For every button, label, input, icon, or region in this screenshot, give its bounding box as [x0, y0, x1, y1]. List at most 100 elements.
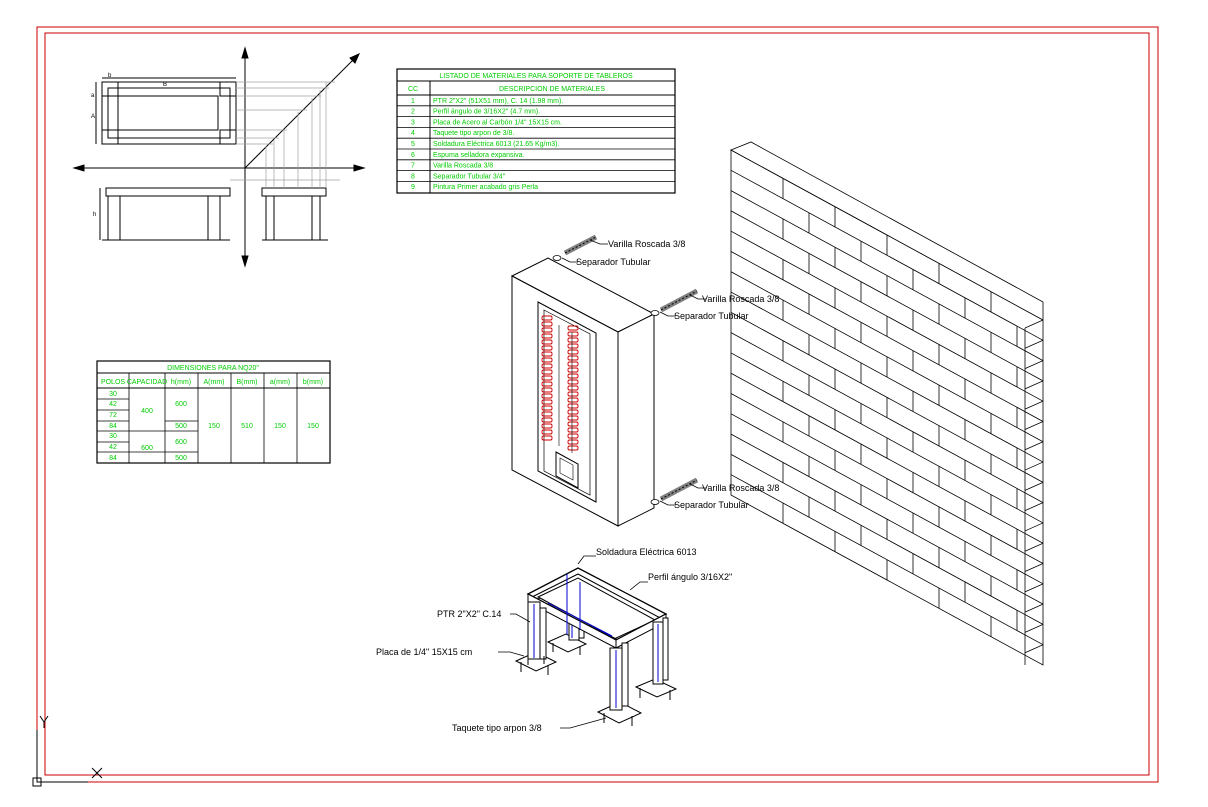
polos-value: 30: [109, 391, 117, 398]
breaker: [541, 381, 553, 387]
h-value-2: 500: [175, 423, 187, 430]
materials-row-desc: Varilla Roscada 3/8: [433, 163, 493, 170]
breaker: [567, 373, 579, 379]
breaker: [567, 385, 579, 391]
breaker: [567, 445, 579, 451]
breaker: [567, 403, 579, 409]
materials-table: LISTADO DE MATERIALES PARA SOPORTE DE TA…: [396, 68, 676, 194]
breaker: [567, 427, 579, 433]
brick-end: [1024, 380, 1044, 390]
breaker: [541, 369, 553, 375]
breaker: [567, 421, 579, 427]
callout-separador-2: Separador Tubular: [674, 311, 749, 321]
dimensions-header: b(mm): [303, 379, 323, 386]
breaker: [567, 343, 579, 349]
materials-row-desc: Perfil ángulo de 3/16X2" (4.7 mm).: [433, 109, 540, 116]
materials-table-title: LISTADO DE MATERIALES PARA SOPORTE DE TA…: [439, 73, 633, 80]
breaker: [567, 397, 579, 403]
callout-placa: Placa de 1/4" 15X15 cm: [376, 647, 472, 657]
breaker: [541, 357, 553, 363]
breaker: [541, 363, 553, 369]
materials-row-cc: 7: [411, 163, 415, 170]
dimensions-header: A(mm): [204, 379, 225, 386]
breaker: [541, 429, 553, 435]
breaker: [567, 355, 579, 361]
breaker: [567, 331, 579, 337]
dim-label-h: h: [93, 212, 96, 218]
breaker: [541, 435, 553, 441]
polos-value: 84: [109, 455, 117, 462]
anchor-bolts: [520, 643, 671, 726]
materials-row-cc: 9: [411, 184, 415, 191]
B-value: 510: [241, 423, 253, 430]
h-value-1: 600: [175, 401, 187, 408]
stand-leaders: [498, 555, 648, 729]
callout-soldadura: Soldadura Eléctrica 6013: [596, 547, 697, 557]
dim-label-a: a: [91, 93, 95, 99]
rod-leaders: [561, 239, 706, 506]
materials-row-cc: 2: [411, 109, 415, 116]
breaker: [567, 415, 579, 421]
dimensions-header: POLOS: [101, 379, 125, 386]
materials-row-desc: PTR 2"X2" (51X51 mm), C. 14 (1.98 mm).: [433, 98, 563, 105]
breaker: [541, 423, 553, 429]
breaker: [541, 411, 553, 417]
breaker: [541, 399, 553, 405]
callout-varilla-1: Varilla Roscada 3/8: [608, 239, 685, 249]
callout-separador-1: Separador Tubular: [576, 257, 651, 267]
materials-header-cc: CC: [408, 86, 418, 93]
breaker: [541, 417, 553, 423]
breaker: [541, 351, 553, 357]
materials-row-cc: 1: [411, 98, 415, 105]
materials-row-cc: 5: [411, 141, 415, 148]
polos-value: 42: [109, 444, 117, 451]
support-stand: [514, 567, 678, 724]
brick-end: [1024, 421, 1044, 430]
breaker: [541, 405, 553, 411]
callout-perfil: Perfil ángulo 3/16X2": [648, 572, 732, 582]
polos-value: 30: [109, 433, 117, 440]
brick-end: [1024, 563, 1044, 572]
breaker: [541, 321, 553, 327]
brick-wall: [730, 141, 1044, 666]
A-value: 150: [208, 423, 220, 430]
capacidad-400: 400: [141, 408, 153, 415]
capacidad-600: 600: [141, 445, 153, 452]
materials-row-desc: Taquete tipo arpon de 3/8.: [433, 130, 514, 137]
brick-end: [1024, 360, 1044, 369]
brick-end: [1024, 644, 1044, 654]
breaker: [541, 393, 553, 399]
polos-value: 84: [109, 423, 117, 430]
a-value: 150: [274, 423, 286, 430]
polos-value: 42: [109, 401, 117, 408]
dim-label-B: B: [163, 82, 167, 88]
brick-end: [1024, 400, 1044, 410]
breaker: [567, 367, 579, 373]
breaker: [541, 339, 553, 345]
breaker: [567, 379, 579, 385]
brick-end: [1024, 319, 1044, 329]
breaker: [567, 337, 579, 343]
breaker: [541, 387, 553, 393]
materials-row-cc: 6: [411, 152, 415, 159]
callout-separador-3: Separador Tubular: [674, 500, 749, 510]
dim-label-A: A: [91, 114, 95, 120]
brick-end: [1024, 461, 1044, 471]
materials-row-desc: Soldadura Eléctrica 6013 (21.65 Kg/m3).: [433, 141, 560, 148]
callout-varilla-2: Varilla Roscada 3/8: [702, 294, 779, 304]
materials-row-cc: 8: [411, 173, 415, 180]
brick-end: [1024, 522, 1044, 532]
materials-row-cc: 3: [411, 119, 415, 126]
breaker: [567, 325, 579, 331]
projection-views: [72, 46, 366, 268]
materials-row-desc: Pintura Primer acabado gris Perla: [433, 184, 538, 191]
breaker: [567, 361, 579, 367]
callout-varilla-3: Varilla Roscada 3/8: [702, 483, 779, 493]
polos-value: 72: [109, 412, 117, 419]
h-value-3: 600: [175, 439, 187, 446]
breaker: [541, 375, 553, 381]
h-value-4: 500: [175, 455, 187, 462]
elevation-dim-labels: b B a A h: [91, 73, 167, 218]
breaker: [567, 391, 579, 397]
